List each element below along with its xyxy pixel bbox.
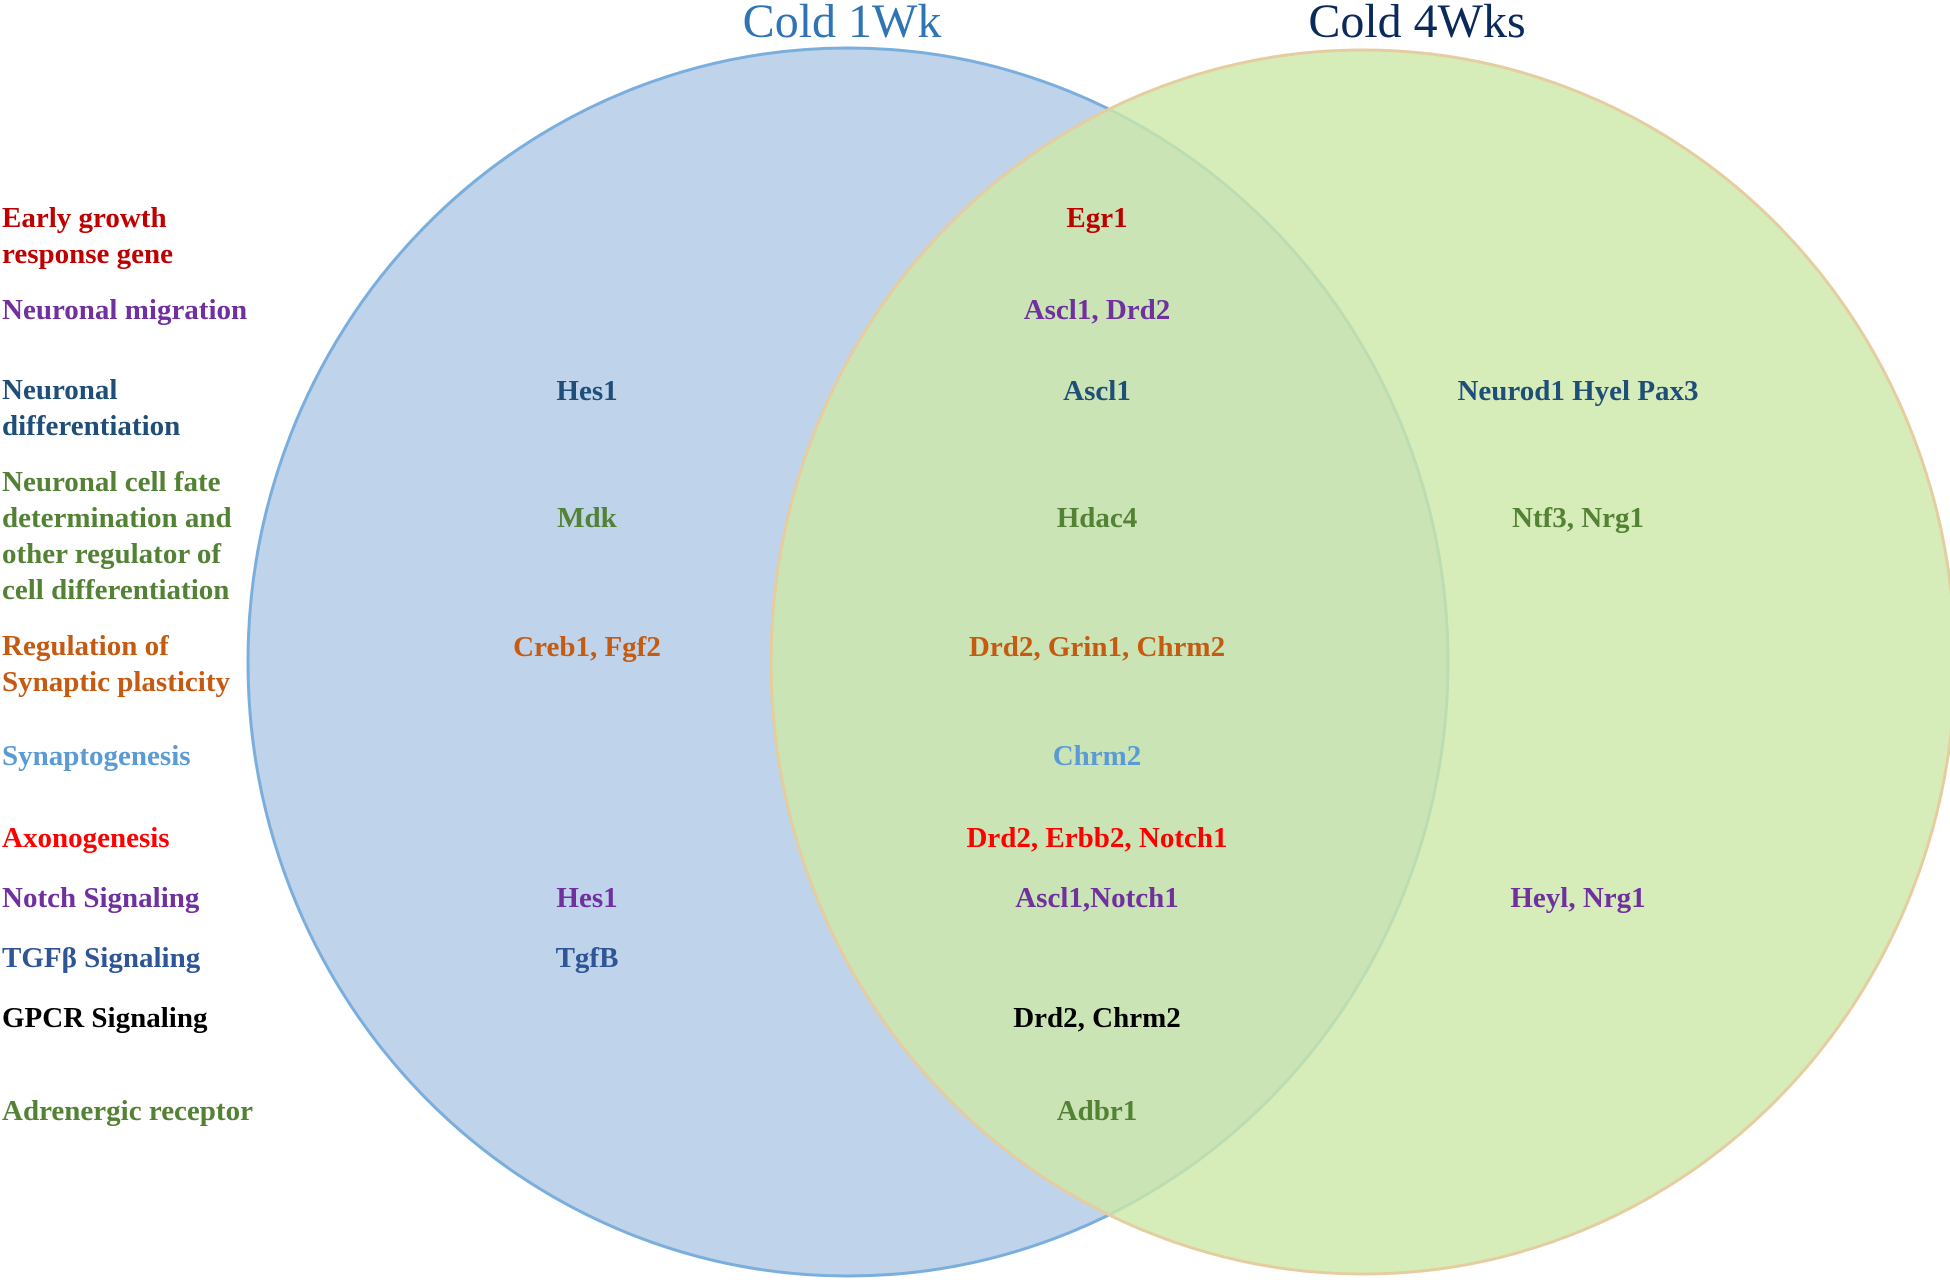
gene-list-cold-1wk-only: Hes1 (556, 375, 618, 407)
gene-list-cold-1wk-only: TgfB (555, 942, 619, 974)
gene-list-overlap: Drd2, Chrm2 (1013, 1002, 1181, 1034)
gene-list-overlap: Ascl1,Notch1 (1015, 882, 1179, 914)
gene-list-overlap: Chrm2 (1052, 740, 1142, 772)
gene-list-cold-1wk-only: Mdk (557, 502, 617, 534)
gene-list-overlap: Drd2, Grin1, Chrm2 (968, 631, 1226, 663)
category-label: Notch Signaling (2, 882, 200, 914)
gene-list-cold-4wks-only: Ntf3, Nrg1 (1511, 502, 1645, 534)
category-label: Adrenergic receptor (2, 1095, 253, 1127)
gene-list-overlap: Drd2, Erbb2, Notch1 (966, 822, 1228, 854)
gene-list-cold-4wks-only: Neurod1 Hyel Pax3 (1457, 375, 1699, 407)
gene-list-cold-1wk-only: Creb1, Fgf2 (513, 631, 661, 663)
gene-list-overlap: Hdac4 (1056, 502, 1138, 534)
gene-list-overlap: Ascl1 (1063, 375, 1131, 407)
category-label: Regulation of Synaptic plasticity (2, 630, 230, 698)
cold-4wks-circle (769, 48, 1950, 1276)
category-label: Synaptogenesis (2, 740, 191, 772)
gene-list-overlap: Ascl1, Drd2 (1023, 294, 1171, 326)
gene-list-cold-1wk-only: Hes1 (556, 882, 618, 914)
gene-list-cold-4wks-only: Heyl, Nrg1 (1510, 882, 1646, 914)
category-label: Neuronal cell fate determination and oth… (2, 466, 232, 606)
cold-4wks-title: Cold 4Wks (1308, 0, 1526, 48)
cold-1wk-title: Cold 1Wk (742, 0, 942, 48)
category-label: Axonogenesis (2, 822, 170, 854)
category-label: TGFβ Signaling (2, 942, 201, 974)
gene-list-overlap: Egr1 (1066, 202, 1128, 234)
category-label: Neuronal differentiation (2, 374, 181, 442)
category-label: GPCR Signaling (2, 1002, 208, 1034)
category-label: Early growth response gene (2, 202, 174, 270)
gene-list-overlap: Adbr1 (1056, 1095, 1138, 1127)
category-label: Neuronal migration (2, 294, 248, 326)
